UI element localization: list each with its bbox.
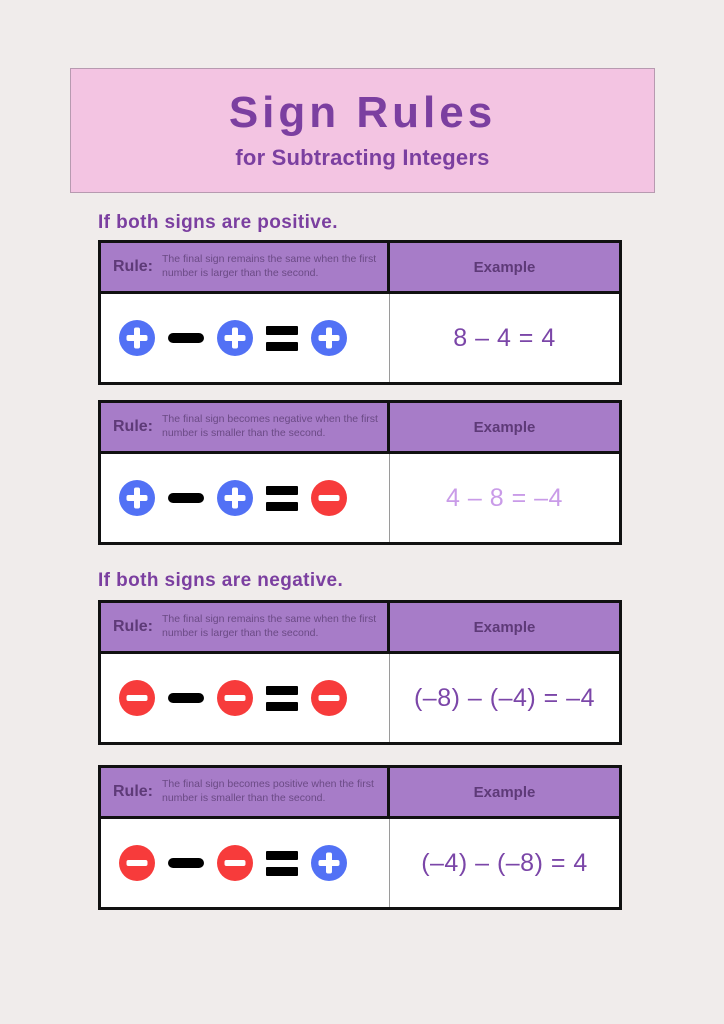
minus-operator-icon bbox=[168, 858, 204, 868]
table-header-row: Rule: The final sign remains the same wh… bbox=[101, 603, 619, 654]
equals-operator-icon bbox=[266, 325, 298, 351]
example-header-cell: Example bbox=[390, 243, 619, 291]
minus-operator-icon bbox=[168, 333, 204, 343]
section-heading-negative: If both signs are negative. bbox=[98, 570, 344, 591]
example-cell: 4 – 8 = –4 bbox=[390, 454, 619, 542]
table-body-row: (–4) – (–8) = 4 bbox=[101, 819, 619, 907]
rule-header-cell: Rule: The final sign remains the same wh… bbox=[101, 603, 390, 651]
rule-label: Rule: bbox=[113, 418, 153, 435]
rule-label: Rule: bbox=[113, 618, 153, 635]
minus-sign-icon bbox=[217, 845, 253, 881]
example-header-cell: Example bbox=[390, 603, 619, 651]
example-expression: 4 – 8 = –4 bbox=[446, 483, 563, 512]
title-banner: Sign Rules for Subtracting Integers bbox=[70, 68, 655, 193]
plus-sign-icon bbox=[311, 320, 347, 356]
page-subtitle: for Subtracting Integers bbox=[235, 144, 490, 170]
example-cell: 8 – 4 = 4 bbox=[390, 294, 619, 382]
example-header-cell: Example bbox=[390, 403, 619, 451]
rule-description: The final sign remains the same when the… bbox=[162, 613, 377, 639]
example-expression: 8 – 4 = 4 bbox=[453, 323, 556, 352]
table-header-row: Rule: The final sign becomes negative wh… bbox=[101, 403, 619, 454]
example-expression: (–4) – (–8) = 4 bbox=[421, 848, 588, 877]
example-label: Example bbox=[473, 618, 536, 636]
example-cell: (–4) – (–8) = 4 bbox=[390, 819, 619, 907]
rule-label: Rule: bbox=[113, 783, 153, 800]
table-body-row: (–8) – (–4) = –4 bbox=[101, 654, 619, 742]
rule-description: The final sign becomes positive when the… bbox=[162, 778, 374, 804]
section-heading-positive: If both signs are positive. bbox=[98, 212, 338, 233]
minus-operator-icon bbox=[168, 493, 204, 503]
sign-sequence bbox=[101, 454, 390, 542]
plus-sign-icon bbox=[119, 480, 155, 516]
plus-sign-icon bbox=[217, 480, 253, 516]
rule-header-cell: Rule: The final sign becomes negative wh… bbox=[101, 403, 390, 451]
example-label: Example bbox=[473, 783, 536, 801]
rule-table: Rule: The final sign becomes negative wh… bbox=[98, 400, 622, 545]
minus-sign-icon bbox=[311, 480, 347, 516]
table-header-row: Rule: The final sign becomes positive wh… bbox=[101, 768, 619, 819]
rule-description: The final sign becomes negative when the… bbox=[162, 413, 378, 439]
example-cell: (–8) – (–4) = –4 bbox=[390, 654, 619, 742]
table-body-row: 4 – 8 = –4 bbox=[101, 454, 619, 542]
example-label: Example bbox=[473, 258, 536, 276]
sign-sequence bbox=[101, 654, 390, 742]
sign-sequence bbox=[101, 294, 390, 382]
minus-operator-icon bbox=[168, 693, 204, 703]
minus-sign-icon bbox=[119, 680, 155, 716]
minus-sign-icon bbox=[217, 680, 253, 716]
plus-sign-icon bbox=[119, 320, 155, 356]
example-expression: (–8) – (–4) = –4 bbox=[413, 683, 595, 712]
minus-sign-icon bbox=[311, 680, 347, 716]
rule-table: Rule: The final sign remains the same wh… bbox=[98, 600, 622, 745]
equals-operator-icon bbox=[266, 485, 298, 511]
table-header-row: Rule: The final sign remains the same wh… bbox=[101, 243, 619, 294]
plus-sign-icon bbox=[311, 845, 347, 881]
example-label: Example bbox=[473, 418, 536, 436]
rule-label: Rule: bbox=[113, 258, 153, 275]
rule-description: The final sign remains the same when the… bbox=[162, 253, 377, 279]
rule-table: Rule: The final sign remains the same wh… bbox=[98, 240, 622, 385]
rule-header-cell: Rule: The final sign remains the same wh… bbox=[101, 243, 390, 291]
example-header-cell: Example bbox=[390, 768, 619, 816]
equals-operator-icon bbox=[266, 850, 298, 876]
equals-operator-icon bbox=[266, 685, 298, 711]
rule-table: Rule: The final sign becomes positive wh… bbox=[98, 765, 622, 910]
sign-sequence bbox=[101, 819, 390, 907]
plus-sign-icon bbox=[217, 320, 253, 356]
minus-sign-icon bbox=[119, 845, 155, 881]
page-title: Sign Rules bbox=[228, 88, 497, 138]
table-body-row: 8 – 4 = 4 bbox=[101, 294, 619, 382]
rule-header-cell: Rule: The final sign becomes positive wh… bbox=[101, 768, 390, 816]
